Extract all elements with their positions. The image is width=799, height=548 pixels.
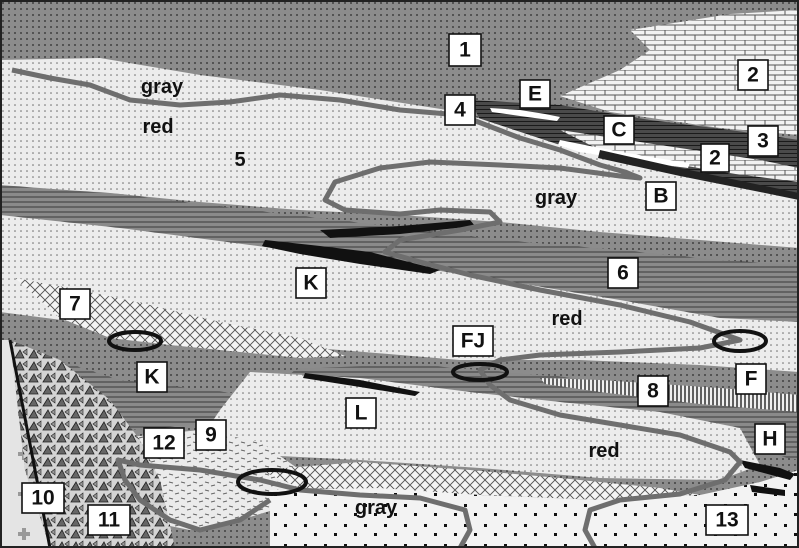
- label-unit-4: 4: [445, 95, 475, 125]
- svg-text:4: 4: [454, 99, 466, 122]
- label-unit-6: 6: [608, 258, 638, 288]
- label-red-mid: red: [551, 308, 582, 330]
- label-unit-b: B: [646, 182, 676, 210]
- svg-text:2: 2: [709, 147, 721, 170]
- label-unit-1: 1: [449, 34, 481, 66]
- svg-text:FJ: FJ: [461, 330, 486, 353]
- svg-text:11: 11: [98, 509, 121, 532]
- svg-text:8: 8: [647, 380, 659, 403]
- label-unit-c: C: [604, 116, 634, 144]
- label-unit-3: 3: [748, 126, 778, 156]
- label-unit-e: E: [520, 80, 550, 108]
- svg-text:C: C: [611, 119, 626, 142]
- label-unit-5: 5: [234, 149, 245, 171]
- svg-text:K: K: [144, 366, 159, 389]
- svg-text:6: 6: [617, 262, 629, 285]
- label-red-low: red: [588, 440, 619, 462]
- label-gray-bottom: gray: [355, 497, 398, 519]
- label-gray-top: gray: [141, 76, 184, 98]
- svg-text:13: 13: [715, 509, 738, 532]
- svg-text:1: 1: [459, 39, 471, 62]
- label-unit-fj: FJ: [453, 326, 493, 356]
- label-unit-13: 13: [706, 505, 748, 535]
- svg-text:9: 9: [205, 424, 217, 447]
- label-unit-9: 9: [196, 420, 226, 450]
- label-unit-2-lower: 2: [701, 144, 729, 172]
- svg-text:12: 12: [152, 432, 175, 455]
- svg-text:L: L: [355, 402, 368, 425]
- label-unit-2-upper: 2: [738, 60, 768, 90]
- svg-text:2: 2: [747, 64, 759, 87]
- label-unit-k-lower: K: [137, 362, 167, 392]
- label-unit-10: 10: [22, 483, 64, 513]
- svg-text:3: 3: [757, 130, 769, 153]
- label-unit-h: H: [755, 424, 785, 454]
- label-red-top: red: [142, 116, 173, 138]
- label-unit-8: 8: [638, 376, 668, 406]
- svg-text:10: 10: [31, 487, 54, 510]
- svg-text:K: K: [303, 272, 318, 295]
- label-gray-mid: gray: [535, 187, 578, 209]
- label-unit-11: 11: [88, 505, 130, 535]
- label-unit-12: 12: [144, 428, 184, 458]
- svg-text:7: 7: [69, 293, 81, 316]
- label-unit-f: F: [736, 364, 766, 394]
- label-unit-k-upper: K: [296, 268, 326, 298]
- label-unit-7: 7: [60, 289, 90, 319]
- svg-text:E: E: [528, 83, 542, 106]
- svg-text:B: B: [653, 185, 668, 208]
- svg-text:F: F: [745, 368, 758, 391]
- label-unit-l: L: [346, 398, 376, 428]
- svg-text:H: H: [762, 428, 777, 451]
